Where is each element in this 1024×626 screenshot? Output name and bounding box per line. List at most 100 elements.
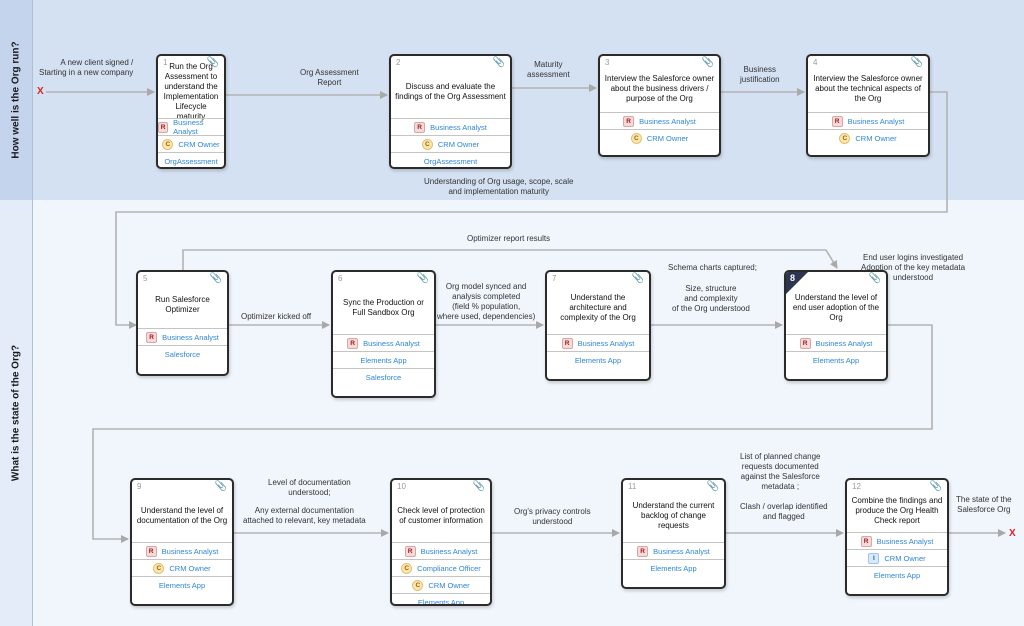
tool-link[interactable]: Elements App [786, 351, 886, 368]
role-row[interactable]: R Business Analyst [808, 112, 928, 129]
step-row-text: Compliance Officer [417, 563, 481, 573]
step-row-text: Business Analyst [173, 118, 204, 136]
paperclip-icon[interactable]: 📎 [910, 57, 923, 68]
step-row-text: Business Analyst [161, 546, 219, 556]
step-row-text: Business Analyst [847, 116, 905, 126]
paperclip-icon[interactable]: 📎 [214, 481, 227, 492]
tool-link[interactable]: Elements App [392, 593, 490, 604]
step-number: 8 [790, 273, 796, 283]
step-title: Run the Org Assessment to understand the… [163, 62, 219, 121]
tool-link[interactable]: Elements App [333, 351, 434, 368]
step-number: 4 [813, 58, 818, 67]
step-title: Understand the architecture and complexi… [560, 293, 636, 322]
step-title: Sync the Production or Full Sandbox Org [343, 298, 424, 317]
process-step-3[interactable]: 3📎Interview the Salesforce owner about t… [598, 54, 721, 157]
process-step-8[interactable]: 8 📎 Understand the level of end user adopt… [784, 270, 888, 381]
edge-label-3-4: Business justification [740, 65, 780, 84]
lane-header-bottom: What is the state of the Org? [0, 200, 33, 626]
responsible-badge: R [146, 331, 158, 343]
paperclip-icon[interactable]: 📎 [701, 57, 714, 68]
edge-label-2-3: Maturity assessment [527, 60, 570, 79]
role-row[interactable]: C CRM Owner [808, 129, 928, 146]
edge-label-11-12-a: List of planned change requests document… [740, 452, 821, 491]
step-number: 7 [552, 274, 557, 283]
highlight-corner [786, 272, 808, 294]
tool-link[interactable]: Elements App [623, 559, 724, 576]
paperclip-icon[interactable]: 📎 [929, 481, 942, 492]
step-title: Run Salesforce Optimizer [155, 295, 210, 314]
role-row[interactable]: R Business Analyst [138, 328, 227, 345]
step-row-text: Salesforce [365, 372, 402, 382]
responsible-badge: R [637, 545, 649, 557]
tool-link[interactable]: Salesforce [138, 345, 227, 362]
paperclip-icon[interactable]: 📎 [416, 273, 429, 284]
responsible-badge: R [831, 115, 843, 127]
step-row-text: Elements App [812, 355, 860, 365]
step-row-text: Business Analyst [363, 338, 420, 348]
step-title: Discuss and evaluate the findings of the… [395, 82, 506, 101]
consulted-badge: C [401, 562, 413, 574]
edge-label-5-6: Optimizer kicked off [241, 312, 312, 321]
step-row-text: Salesforce [164, 349, 201, 359]
paperclip-icon[interactable]: 📎 [209, 273, 222, 284]
process-step-11[interactable]: 11📎Understand the current backlog of cha… [621, 478, 726, 589]
process-step-1[interactable]: 1 📎Run the Org Assessment to understand t… [156, 54, 226, 169]
step-number: 12 [852, 482, 861, 491]
role-row[interactable]: C CRM Owner [600, 129, 719, 146]
tool-link[interactable]: Salesforce [333, 368, 434, 385]
step-row-text: CRM Owner [646, 133, 689, 143]
step-title: Understand the current backlog of change… [632, 501, 715, 530]
paperclip-icon[interactable]: 📎 [492, 57, 505, 68]
role-row[interactable]: R Business Analyst [158, 118, 224, 136]
process-step-2[interactable]: 2📎Discuss and evaluate the findings of t… [389, 54, 512, 169]
process-step-12[interactable]: 12📎Combine the findings and produce the … [845, 478, 949, 596]
consulted-badge: C [630, 132, 642, 144]
process-step-6[interactable]: 6📎Sync the Production or Full Sandbox Or… [331, 270, 436, 398]
tool-link[interactable]: Elements App [847, 566, 947, 583]
tool-link[interactable]: Elements App [547, 351, 649, 368]
step-number: 1 [163, 58, 168, 67]
responsible-badge: R [404, 545, 416, 557]
role-row[interactable]: C Compliance Officer [392, 559, 490, 576]
step-row-text: CRM Owner [178, 139, 220, 149]
consulted-badge: C [412, 579, 424, 591]
consulted-badge: C [839, 132, 851, 144]
responsible-badge: R [145, 545, 157, 557]
paperclip-icon[interactable]: 📎 [706, 481, 719, 492]
process-step-4[interactable]: 4📎Interview the Salesforce owner about t… [806, 54, 930, 157]
paperclip-icon[interactable]: 📎 [631, 273, 644, 284]
process-step-10[interactable]: 10📎Check level of protection of customer… [390, 478, 492, 606]
role-row[interactable]: R Business Analyst [132, 542, 232, 559]
paperclip-icon[interactable]: 📎 [868, 273, 881, 284]
step-row-text: CRM Owner [855, 133, 897, 143]
tool-link[interactable]: OrgAssessment [158, 152, 224, 167]
process-step-9[interactable]: 9📎Understand the level of documentation … [130, 478, 234, 606]
responsible-badge: R [623, 115, 635, 127]
responsible-badge: R [158, 121, 169, 133]
step-title: Understand the level of end user adoptio… [792, 293, 880, 322]
paperclip-icon[interactable]: 📎 [472, 481, 485, 492]
paperclip-icon[interactable]: 📎 [206, 57, 219, 68]
process-step-7[interactable]: 7 📎 Understand the architecture and comple… [545, 270, 651, 381]
consulted-badge: C [421, 138, 433, 150]
responsible-badge: R [414, 121, 426, 133]
tool-link[interactable]: Elements App [132, 576, 232, 593]
consulted-badge: C [153, 562, 165, 574]
step-title: Interview the Salesforce owner about the… [604, 74, 715, 103]
step-row-text: Business Analyst [162, 332, 219, 342]
tool-link[interactable]: OrgAssessment [391, 152, 510, 167]
